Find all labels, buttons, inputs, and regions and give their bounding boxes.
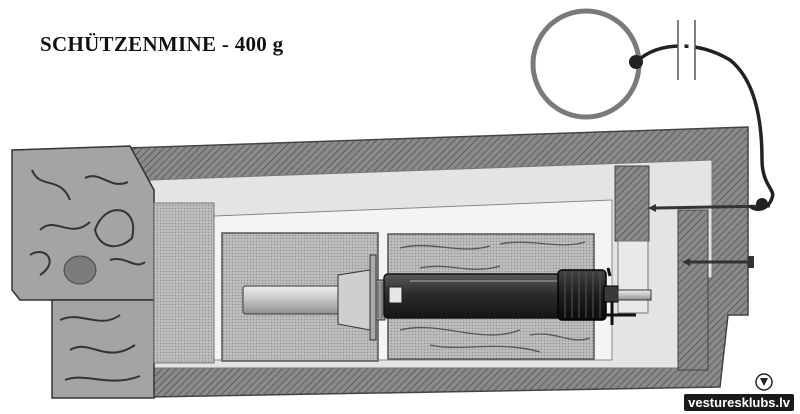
emblem-icon bbox=[755, 373, 773, 391]
camouflage-texture-top bbox=[29, 169, 146, 276]
pull-ring bbox=[530, 8, 642, 120]
safety-lever bbox=[606, 267, 612, 277]
column-light bbox=[617, 240, 649, 314]
column-hatched-lower bbox=[677, 209, 709, 371]
firing-pin-housing bbox=[603, 285, 619, 303]
pull-ring-lever bbox=[605, 302, 636, 325]
mounting-flange bbox=[369, 254, 377, 341]
wire-break-lines bbox=[677, 20, 696, 80]
nail-lower-head bbox=[748, 256, 754, 268]
camouflage-blob bbox=[63, 255, 97, 285]
fuze-cap-ribs bbox=[564, 272, 601, 318]
flange-lip bbox=[337, 269, 371, 331]
nail-upper-tip bbox=[648, 204, 656, 212]
camouflage-texture-bottom bbox=[59, 314, 141, 382]
nail-lower-tip bbox=[682, 258, 690, 266]
filler-block bbox=[153, 202, 215, 364]
firing-pin bbox=[617, 289, 652, 301]
tripwire-knot bbox=[756, 198, 768, 210]
fuze-window bbox=[388, 286, 403, 304]
wire-break-marks bbox=[677, 22, 696, 78]
camouflage-block-bottom bbox=[51, 299, 155, 399]
diagram-title: SCHÜTZENMINE - 400 g bbox=[40, 32, 284, 56]
column-hatched-upper bbox=[614, 165, 650, 242]
charge-texture bbox=[399, 241, 591, 353]
watermark-label: vesturesklubs.lv bbox=[684, 394, 794, 411]
